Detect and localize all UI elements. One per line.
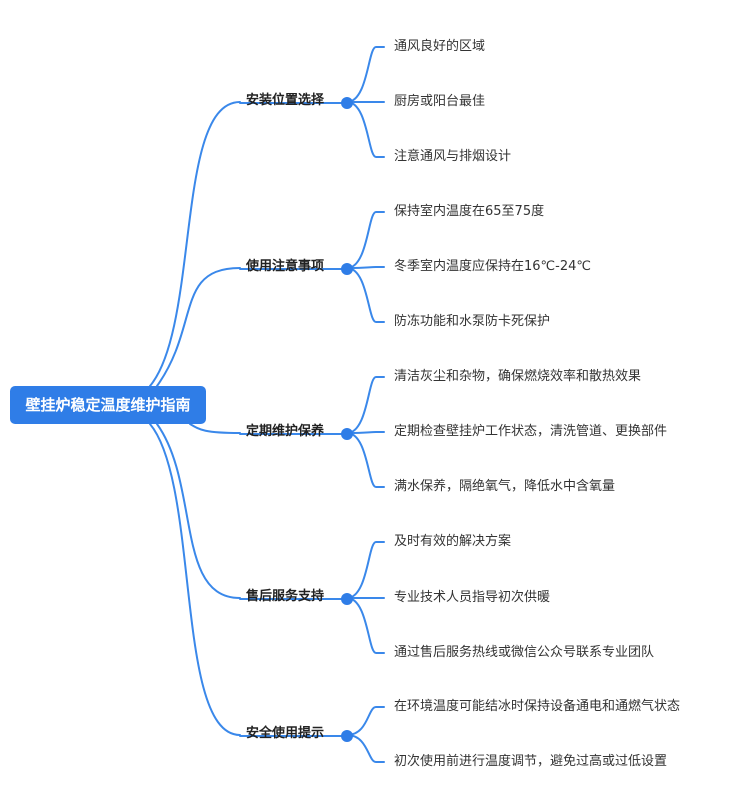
leaf-connector: [346, 597, 385, 654]
leaf-connector: [346, 46, 385, 103]
branch-label[interactable]: 使用注意事项: [246, 259, 325, 274]
leaf-connector: [346, 734, 385, 763]
branch-label[interactable]: 售后服务支持: [246, 589, 325, 604]
branch-node-dot[interactable]: [341, 730, 353, 742]
root-connector: [156, 267, 241, 387]
leaf-label[interactable]: 专业技术人员指导初次供暖: [394, 590, 551, 605]
root-connector: [156, 423, 241, 599]
root-connector: [149, 101, 241, 387]
leaf-label[interactable]: 通过售后服务热线或微信公众号联系专业团队: [394, 645, 655, 660]
leaf-label[interactable]: 防冻功能和水泵防卡死保护: [394, 314, 551, 329]
root-connector: [189, 423, 241, 434]
leaf-connector: [346, 541, 385, 599]
leaf-connector: [346, 376, 385, 434]
branch-label[interactable]: 安装位置选择: [246, 93, 325, 108]
leaf-label[interactable]: 定期检查壁挂炉工作状态，清洗管道、更换部件: [394, 424, 668, 439]
leaf-label[interactable]: 清洁灰尘和杂物，确保燃烧效率和散热效果: [394, 369, 642, 384]
root-node[interactable]: 壁挂炉稳定温度维护指南: [10, 386, 206, 424]
branch-node-dot[interactable]: [341, 97, 353, 109]
leaf-label[interactable]: 在环境温度可能结冰时保持设备通电和通燃气状态: [394, 699, 681, 714]
leaf-connector: [346, 706, 385, 736]
leaf-label[interactable]: 通风良好的区域: [394, 39, 486, 54]
leaf-label[interactable]: 初次使用前进行温度调节，避免过高或过低设置: [394, 754, 668, 769]
leaf-label[interactable]: 注意通风与排烟设计: [394, 149, 512, 164]
branch-node-dot[interactable]: [341, 593, 353, 605]
leaf-label[interactable]: 厨房或阳台最佳: [394, 94, 486, 109]
branch-node-dot[interactable]: [341, 263, 353, 275]
branch-node-dot[interactable]: [341, 428, 353, 440]
leaf-connector: [346, 101, 385, 158]
leaf-connector: [346, 432, 385, 488]
leaf-connector: [346, 267, 385, 323]
leaf-connector: [346, 211, 385, 269]
leaf-label[interactable]: 及时有效的解决方案: [394, 534, 512, 549]
leaf-label[interactable]: 保持室内温度在65至75度: [394, 204, 545, 219]
branch-label[interactable]: 定期维护保养: [246, 424, 325, 439]
root-connector: [149, 423, 241, 736]
branch-label[interactable]: 安全使用提示: [246, 726, 325, 741]
leaf-label[interactable]: 冬季室内温度应保持在16℃-24℃: [394, 259, 591, 274]
leaf-label[interactable]: 满水保养，隔绝氧气，降低水中含氧量: [394, 479, 616, 494]
